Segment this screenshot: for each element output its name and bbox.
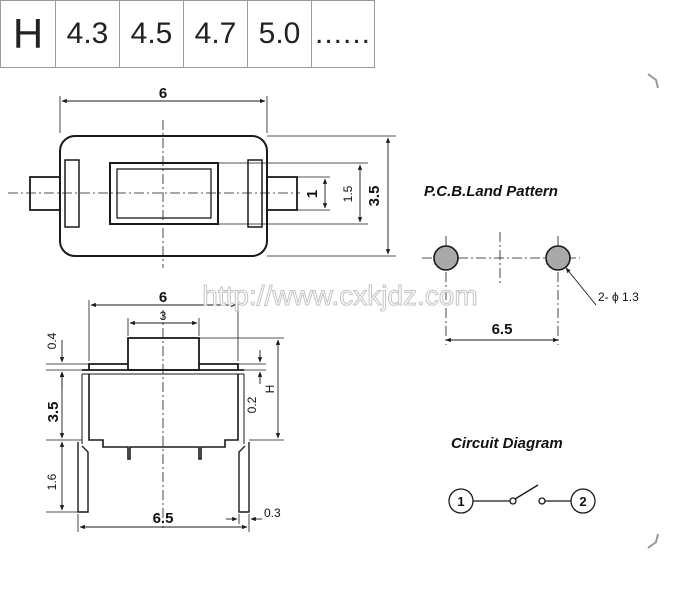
side-overall-height-label: H xyxy=(263,385,277,394)
pcb-pad-left xyxy=(433,245,459,271)
top-width-dim: 6 xyxy=(159,85,167,102)
side-lead-spacing-dim: 6.5 xyxy=(153,510,174,527)
top-inner-height-dim: 1.5 xyxy=(341,185,355,202)
circuit-pin-2: 2 xyxy=(579,494,586,509)
side-body-height-dim: 3.5 xyxy=(45,402,62,423)
height-option-cell: 4.3 xyxy=(55,0,120,68)
pcb-title: P.C.B.Land Pattern xyxy=(424,183,558,200)
height-label-cell: H xyxy=(0,0,56,68)
side-lead-height-dim: 1.6 xyxy=(45,473,59,490)
pcb-pad-right xyxy=(545,245,571,271)
height-option-cell: 4.5 xyxy=(119,0,184,68)
side-step-dim: 0.2 xyxy=(245,396,259,413)
circuit-diagram xyxy=(448,484,596,514)
top-window-dim: 1 xyxy=(304,190,321,198)
top-view xyxy=(8,96,396,268)
corner-mark xyxy=(647,73,659,89)
height-options-table: H 4.3 4.5 4.7 5.0 ...... xyxy=(0,0,375,68)
height-option-cell: 4.7 xyxy=(183,0,248,68)
watermark: http://www.cxkjdz.com xyxy=(202,280,477,311)
side-actuator-dim: 3 xyxy=(160,309,167,323)
side-top-dim: 0.4 xyxy=(45,332,59,349)
pcb-spacing-dim: 6.5 xyxy=(492,321,513,338)
side-view xyxy=(46,300,284,532)
height-option-more-cell: ...... xyxy=(311,0,375,68)
circuit-title: Circuit Diagram xyxy=(451,435,563,452)
top-outer-height-dim: 3.5 xyxy=(366,186,383,207)
side-width-dim: 6 xyxy=(159,289,167,306)
pcb-land-pattern xyxy=(422,232,597,345)
circuit-pin-1: 1 xyxy=(457,494,464,509)
corner-mark xyxy=(647,533,659,549)
side-lead-thickness-dim: 0.3 xyxy=(264,506,281,520)
height-option-cell: 5.0 xyxy=(247,0,312,68)
pcb-pad-note: 2- ϕ 1.3 xyxy=(598,290,639,304)
